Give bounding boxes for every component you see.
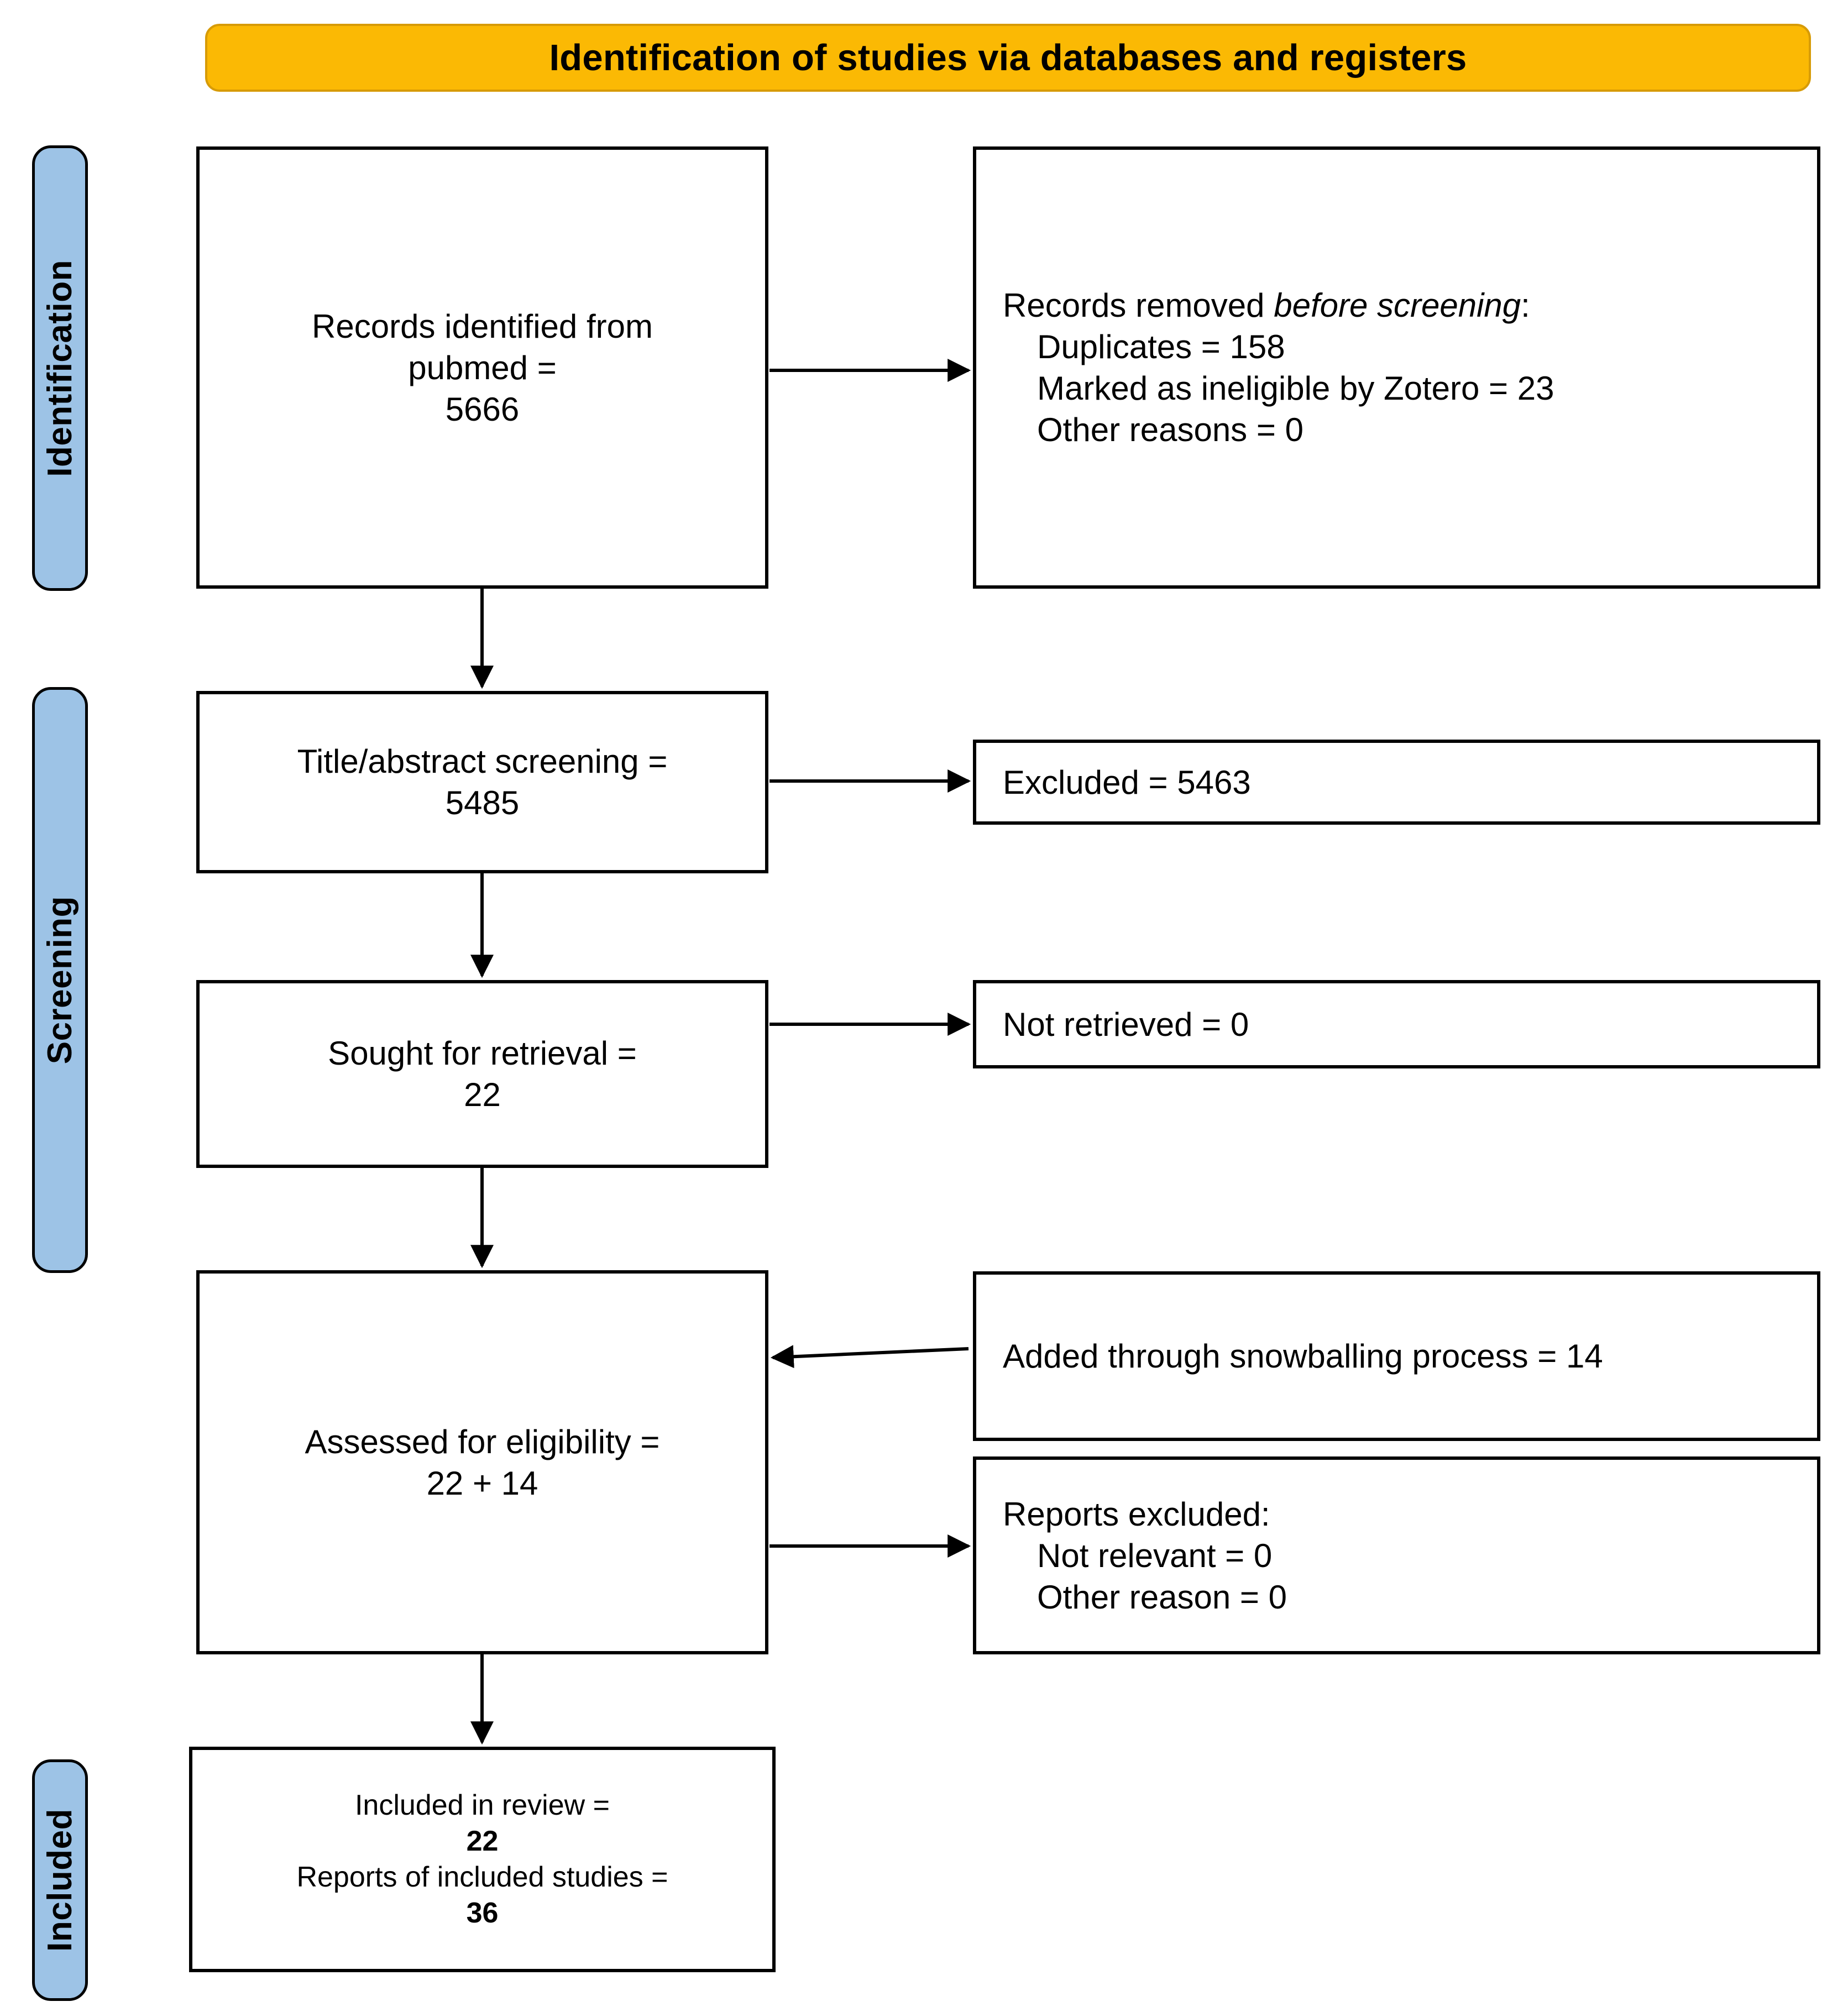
title-abstract-label: Title/abstract screening = xyxy=(297,743,668,780)
box-reports-excluded: Reports excluded: Not relevant = 0 Other… xyxy=(973,1456,1820,1654)
records-removed-heading: Records removed before screening: xyxy=(1003,285,1530,326)
records-identified-line-1: Records identified from xyxy=(312,307,653,345)
box-excluded: Excluded = 5463 xyxy=(973,740,1820,825)
diagram-header-banner: Identification of studies via databases … xyxy=(205,24,1811,92)
records-removed-heading-prefix: Records removed xyxy=(1003,287,1274,324)
records-removed-heading-italic: before screening xyxy=(1274,287,1521,324)
records-identified-line-2: pubmed = xyxy=(408,349,557,386)
records-removed-ineligible: Marked as ineligible by Zotero = 23 xyxy=(1037,370,1554,407)
box-included-in-review: Included in review = 22 Reports of inclu… xyxy=(189,1747,776,1972)
assessed-eligibility-label: Assessed for eligibility = xyxy=(305,1423,660,1460)
sought-retrieval-label: Sought for retrieval = xyxy=(328,1035,637,1072)
not-retrieved-count: Not retrieved = 0 xyxy=(1003,1005,1249,1043)
box-title-abstract-screening: Title/abstract screening = 5485 xyxy=(196,691,768,873)
box-not-retrieved: Not retrieved = 0 xyxy=(973,980,1820,1068)
reports-excluded-not-relevant: Not relevant = 0 xyxy=(1037,1537,1273,1574)
assessed-eligibility-count: 22 + 14 xyxy=(426,1464,538,1502)
box-assessed-for-eligibility: Assessed for eligibility = 22 + 14 xyxy=(196,1270,768,1654)
records-removed-duplicates: Duplicates = 158 xyxy=(1037,328,1285,365)
box-records-removed: Records removed before screening: Duplic… xyxy=(973,146,1820,589)
box-added-through-snowballing: Added through snowballing process = 14 xyxy=(973,1271,1820,1441)
sought-retrieval-count: 22 xyxy=(464,1076,501,1113)
stage-tab-screening: Screening xyxy=(32,687,88,1273)
stage-tab-included: Included xyxy=(32,1759,88,2001)
reports-excluded-heading: Reports excluded: xyxy=(1003,1495,1270,1533)
records-removed-other: Other reasons = 0 xyxy=(1037,411,1303,448)
connector-snowballing-to-eligibility xyxy=(770,1345,969,1369)
included-review-label: Included in review = xyxy=(354,1789,610,1821)
stage-tab-identification: Identification xyxy=(32,145,88,591)
reports-excluded-other-reason: Other reason = 0 xyxy=(1037,1578,1287,1616)
banner-title: Identification of studies via databases … xyxy=(549,37,1467,78)
title-abstract-count: 5485 xyxy=(445,784,520,821)
records-identified-count: 5666 xyxy=(445,390,520,428)
snowballing-count: Added through snowballing process = 14 xyxy=(1003,1338,1603,1375)
excluded-count: Excluded = 5463 xyxy=(1003,763,1251,801)
included-review-count: 22 xyxy=(466,1825,499,1857)
box-records-identified: Records identified from pubmed = 5666 xyxy=(196,146,768,589)
box-sought-for-retrieval: Sought for retrieval = 22 xyxy=(196,980,768,1168)
included-reports-label: Reports of included studies = xyxy=(296,1861,668,1893)
included-reports-count: 36 xyxy=(466,1897,499,1929)
records-removed-heading-suffix: : xyxy=(1521,287,1530,324)
